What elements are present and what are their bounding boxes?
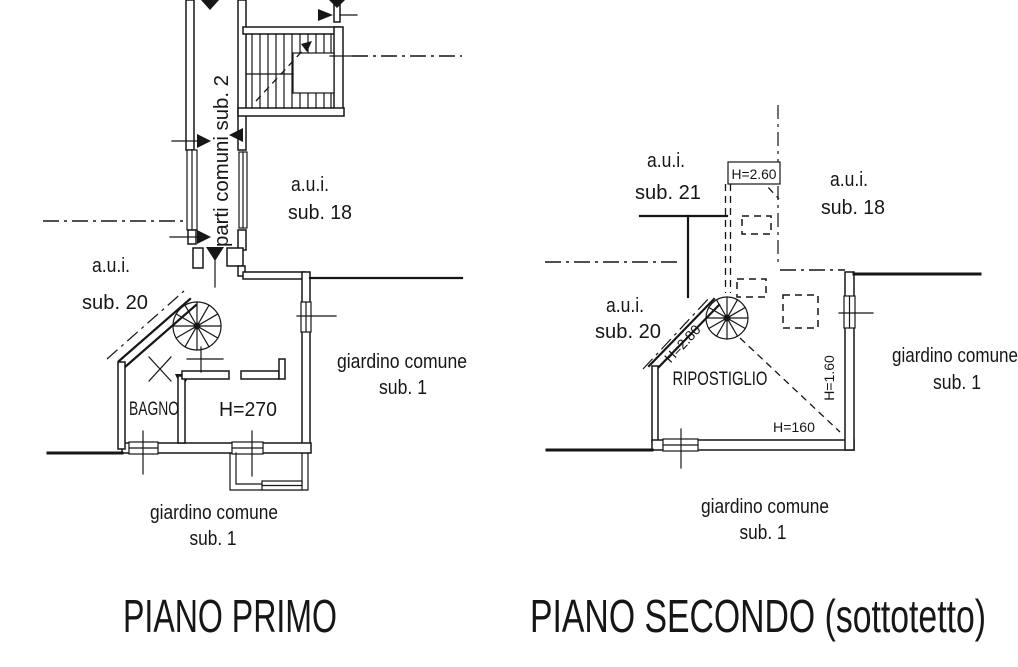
label-aui18-line1: a.u.i. [291,174,329,196]
stair-direction-line [255,46,307,102]
apartment-walls [117,271,464,477]
label-aui21-line1: a.u.i. [647,150,685,172]
boundary-lines [43,55,462,360]
spiral-staircase [172,301,222,351]
label-aui20-second-line2: sub. 20 [595,321,661,343]
label-h270: H=270 [219,399,277,421]
label-giardino-right-line1: giardino comune [337,351,467,373]
label-giardino-bottom-line2: sub. 1 [190,528,237,550]
ripostiglio-walls [647,271,874,469]
label-h160: H=160 [773,419,815,435]
spiral-staircase-second [705,296,749,340]
label-aui21-line2: sub. 21 [635,182,701,204]
label-parti-comuni-sub2: parti comuni sub. 2 [211,75,233,247]
low-height-line [739,337,841,433]
floorplan-piano-primo: parti comuni sub. 2 a.u.i. sub. 18 a.u.i… [43,0,467,642]
label-giardino-right-line2: sub. 1 [379,377,427,399]
skylight-dashed-rects [736,215,819,329]
door-arrows [169,0,358,389]
door-swing-mark [148,356,172,382]
label-ripostiglio: RIPOSTIGLIO [673,369,768,390]
label-h160-vertical: H=1.60 [821,355,837,401]
label-giardino-bottom-second-line2: sub. 1 [740,522,787,544]
attic-eave-wall [724,184,732,293]
label-aui18-second-line2: sub. 18 [821,197,885,219]
corridor-walls [185,0,248,277]
label-aui20-second-line1: a.u.i. [606,295,644,317]
label-giardino-bottom-second-line1: giardino comune [701,496,829,518]
label-giardino-right-second-line1: giardino comune [892,345,1018,367]
stair-direction-arrowhead [301,41,312,52]
label-h260: H=2.60 [732,166,777,182]
floorplan-piano-secondo: a.u.i. sub. 21 a.u.i. sub. 18 a.u.i. sub… [530,105,1018,642]
label-aui18-second-line1: a.u.i. [830,169,868,191]
plan-title-piano-secondo: PIANO SECONDO (sottotetto) [530,590,986,642]
label-aui18-line2: sub. 18 [288,202,352,224]
bay-walls [229,452,309,491]
label-aui20-line2: sub. 20 [82,292,148,314]
plan-title-piano-primo: PIANO PRIMO [123,590,337,642]
label-giardino-bottom-line1: giardino comune [150,502,278,524]
diagonal-wall [117,297,198,369]
h260-box [727,161,781,185]
diagonal-wall-second [647,297,721,373]
label-giardino-right-second-line2: sub. 1 [933,372,981,394]
staircase [237,0,345,117]
label-aui20-line1: a.u.i. [92,255,130,277]
label-bagno: BAGNO [129,399,179,420]
stair-landing [292,52,335,94]
